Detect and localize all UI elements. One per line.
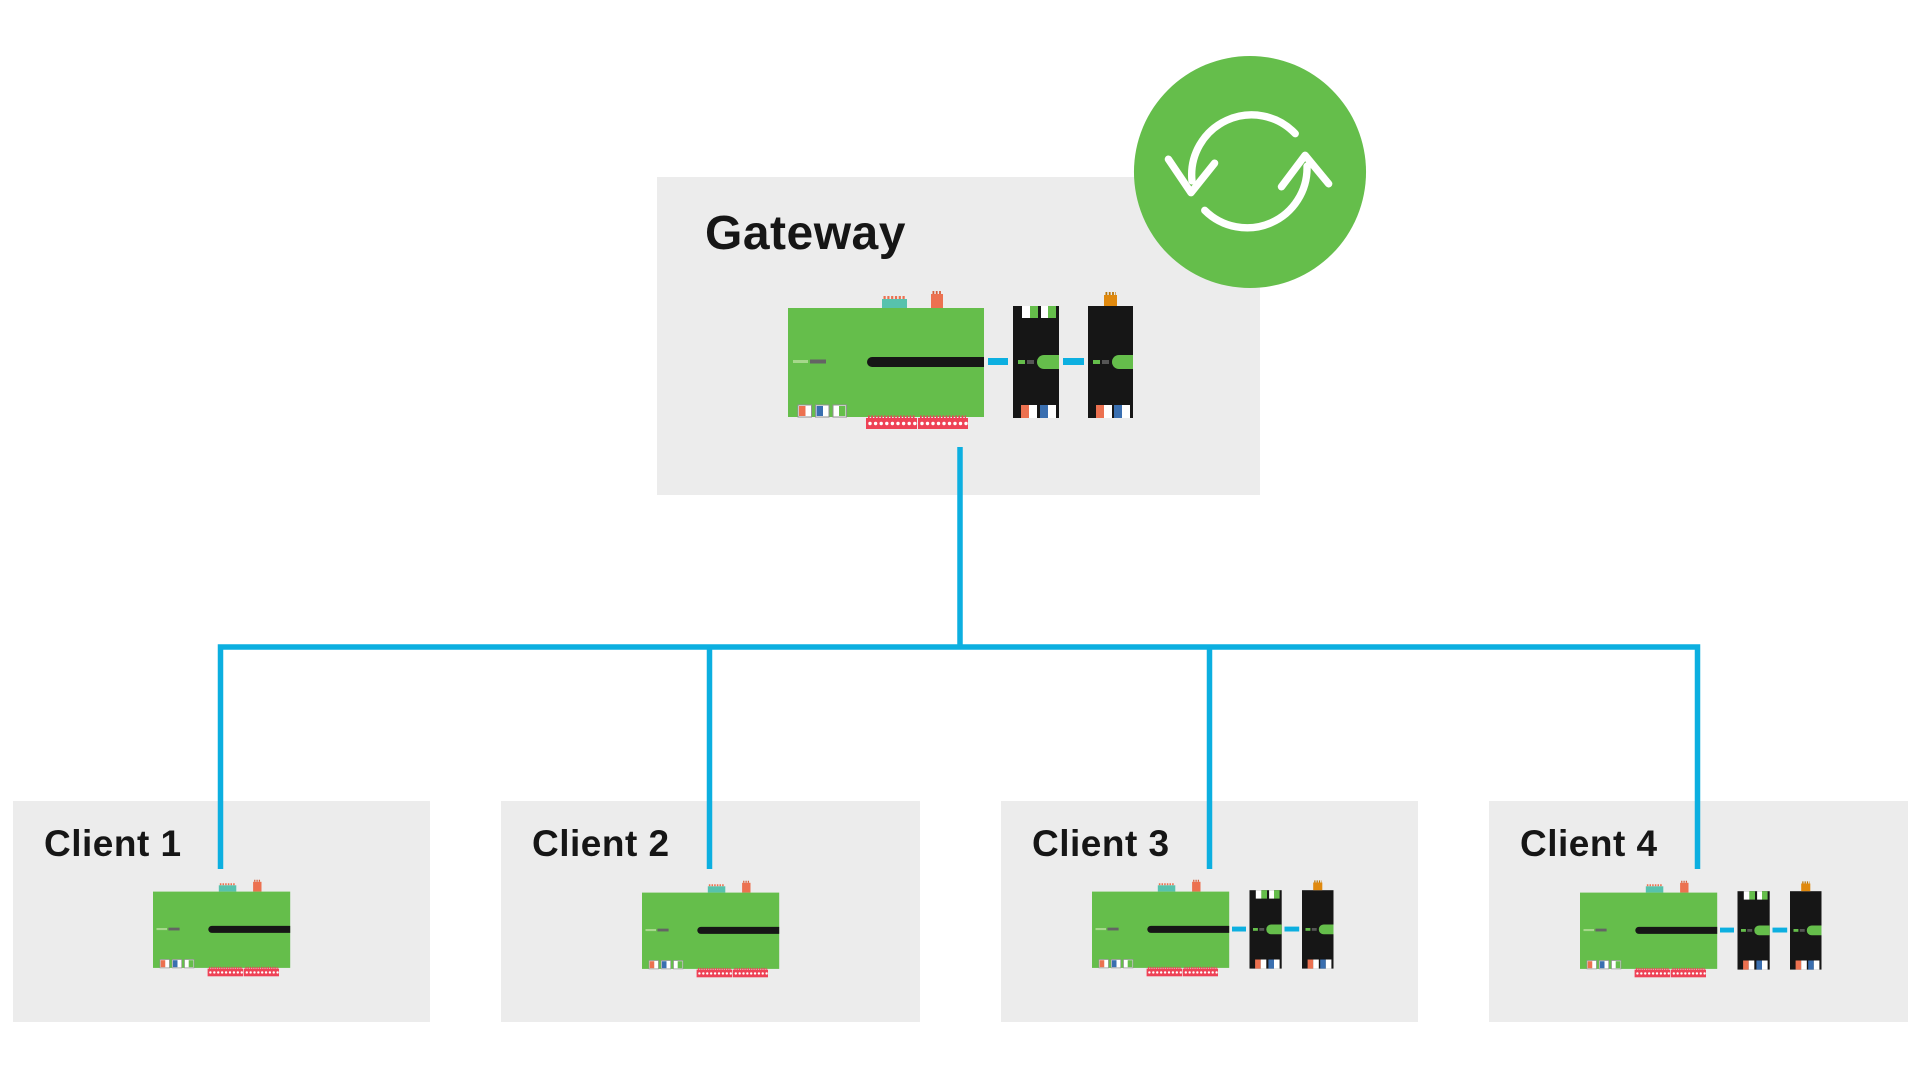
- client-node-2: Client 2: [501, 801, 920, 1022]
- sync-circular-arrows-icon: [1133, 55, 1367, 289]
- client-node-3: Client 3: [1001, 801, 1418, 1022]
- miniserver-body-icon: [788, 293, 984, 430]
- miniserver-with-extensions-icon: [788, 290, 1133, 430]
- sync-icon: [1132, 54, 1368, 290]
- miniserver-icon: [153, 879, 395, 977]
- client-2-label: Client 2: [532, 823, 670, 864]
- gateway-label: Gateway: [705, 207, 906, 260]
- miniserver-body-icon: [1580, 882, 1717, 978]
- bus-wire: [217, 644, 1701, 869]
- client-4-label: Client 4: [1520, 823, 1658, 864]
- miniserver-with-extensions-icon: [1580, 880, 1822, 978]
- extension-modules-icon: [1720, 882, 1822, 969]
- client-node-1: Client 1: [13, 801, 430, 1022]
- sync-badge-circle: [1133, 55, 1367, 289]
- client-3-label: Client 3: [1032, 823, 1170, 864]
- extension-modules-icon: [988, 294, 1133, 419]
- client-1-label: Client 1: [44, 823, 182, 864]
- extension-modules-icon: [1232, 881, 1334, 968]
- client-node-4: Client 4: [1489, 801, 1908, 1022]
- miniserver-body-icon: [153, 881, 290, 977]
- miniserver-with-extensions-icon: [1092, 879, 1334, 977]
- miniserver-icon: [642, 880, 884, 978]
- miniserver-body-icon: [1092, 881, 1229, 977]
- miniserver-body-icon: [642, 882, 779, 978]
